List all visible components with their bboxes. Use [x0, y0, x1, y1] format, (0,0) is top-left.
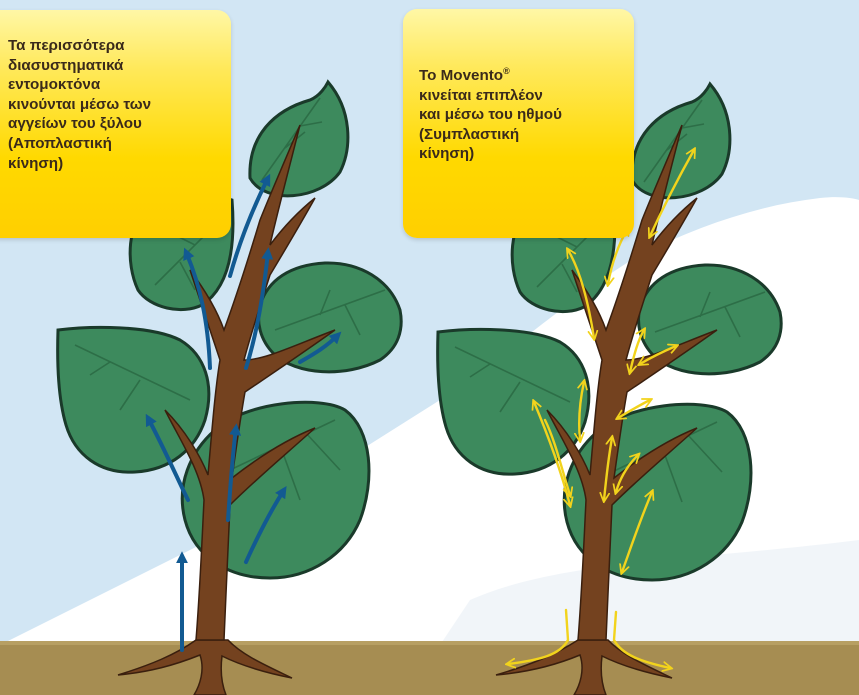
ground-highlight [0, 641, 859, 645]
trademark-symbol: ® [503, 66, 510, 76]
ground [0, 641, 859, 695]
callout-left-text: Τα περισσότερα διασυστηματικά εντομοκτόν… [8, 36, 231, 173]
callout-right-brand: Το Movento [419, 67, 503, 84]
callout-left: Τα περισσότερα διασυστηματικά εντομοκτόν… [0, 10, 231, 238]
callout-right-brand-line: Το Movento® [419, 66, 634, 86]
callout-right: Το Movento® κινείται επιπλέον και μέσω τ… [403, 9, 634, 238]
right-leaf-left-big [438, 329, 589, 474]
callout-right-text: κινείται επιπλέον και μέσω του ηθμού (Συ… [419, 86, 634, 164]
